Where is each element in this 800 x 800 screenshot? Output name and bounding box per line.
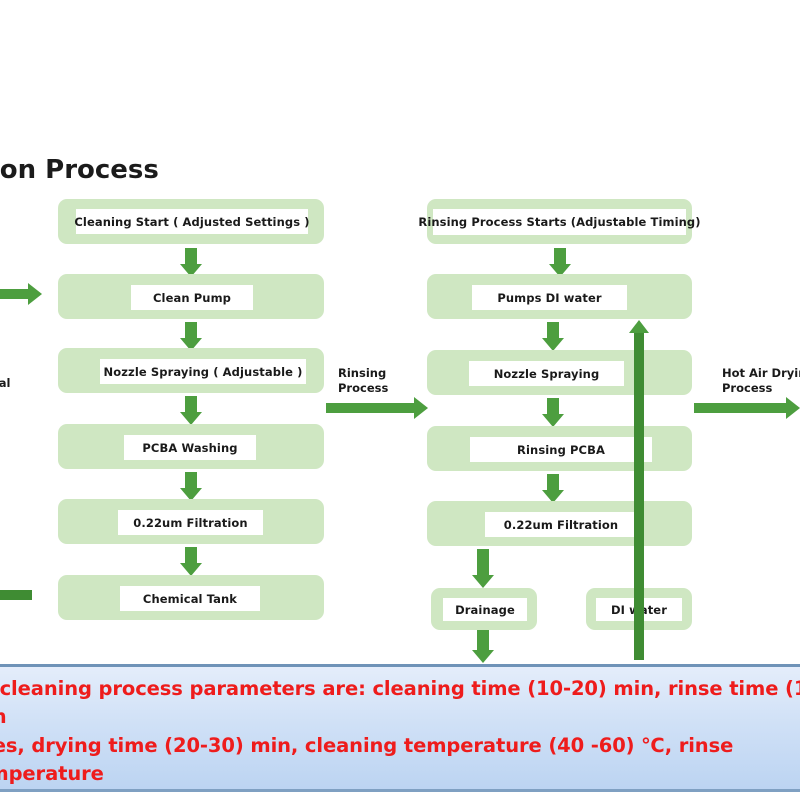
left-flow-box-6-label: Chemical Tank <box>120 586 260 611</box>
arrow-head <box>180 563 202 576</box>
left-flow-box-3: Nozzle Spraying ( Adjustable ) <box>58 348 324 393</box>
arrow-shaft <box>185 322 197 340</box>
arrow-shaft <box>326 403 414 413</box>
right-flow-box-1-label: Rinsing Process Starts (Adjustable Timin… <box>418 209 701 235</box>
arrow-shaft <box>547 474 559 492</box>
connector-label-rinsing-line1: Rinsing <box>338 366 387 380</box>
arrow-head <box>180 488 202 501</box>
caption-line-2: imes, drying time (20-30) min, cleaning … <box>0 733 734 785</box>
arrow-shaft <box>477 630 489 652</box>
right-flow-box-3-label: Nozzle Spraying <box>469 361 624 386</box>
left-edge-label-line2: e <box>0 391 10 406</box>
arrow-head <box>414 397 428 419</box>
left-flow-box-5-label: 0.22um Filtration <box>118 510 263 535</box>
right-flow-box-2-label: Pumps DI water <box>472 285 627 310</box>
arrow-shaft <box>185 248 197 266</box>
arrow-head <box>629 320 649 333</box>
arrow-shaft <box>0 289 28 299</box>
terminal-box-drainage-label: Drainage <box>443 598 527 621</box>
page-title: ration Process <box>0 155 159 185</box>
arrow-shaft <box>185 547 197 565</box>
right-flow-box-2: Pumps DI water <box>427 274 692 319</box>
recirculation-line-vertical <box>634 330 644 660</box>
caption-line-1: ne cleaning process parameters are: clea… <box>0 677 800 728</box>
connector-label-hot-air-drying: Hot Air Drying Process <box>722 366 800 395</box>
arrow-shaft <box>185 396 197 414</box>
left-flow-box-2-label: Clean Pump <box>131 285 253 310</box>
connector-label-drying-line1: Hot Air Drying <box>722 366 800 380</box>
arrow-shaft <box>554 248 566 266</box>
connector-label-rinsing-line2: Process <box>338 380 389 395</box>
bottom-spacer <box>0 792 800 800</box>
arrow-head <box>542 414 564 427</box>
left-flow-box-1-label: Cleaning Start ( Adjusted Settings ) <box>74 209 310 234</box>
left-flow-box-3-label: Nozzle Spraying ( Adjustable ) <box>100 359 306 384</box>
left-flow-box-1: Cleaning Start ( Adjusted Settings ) <box>58 199 324 244</box>
connector-label-drying-line2: Process <box>722 380 773 395</box>
arrow-shaft <box>694 403 786 413</box>
caption-text-block: ne cleaning process parameters are: clea… <box>0 675 800 789</box>
arrow-shaft <box>547 322 559 340</box>
right-flow-box-4: Rinsing PCBA <box>427 426 692 471</box>
right-flow-box-3: Nozzle Spraying <box>427 350 692 395</box>
right-flow-box-5-label: 0.22um Filtration <box>485 512 637 537</box>
terminal-box-drainage: Drainage <box>431 588 537 630</box>
process-flow-diagram: mical e ess : Cleaning Start ( Adjusted … <box>0 199 800 663</box>
left-flow-box-5: 0.22um Filtration <box>58 499 324 544</box>
arrow-head <box>28 283 42 305</box>
arrow-head <box>472 575 494 588</box>
arrow-shaft <box>477 549 489 577</box>
arrow-head <box>472 650 494 663</box>
right-flow-box-1: Rinsing Process Starts (Adjustable Timin… <box>418 199 701 244</box>
connector-label-rinsing-process: Rinsing Process <box>338 366 388 395</box>
arrow-head <box>180 338 202 351</box>
arrow-head <box>180 264 202 277</box>
arrow-head <box>786 397 800 419</box>
left-flow-box-2: Clean Pump <box>58 274 324 319</box>
parameters-caption-banner: ne cleaning process parameters are: clea… <box>0 664 800 792</box>
return-line-left-bottom <box>0 590 32 600</box>
right-flow-box-5: 0.22um Filtration <box>427 501 692 546</box>
arrow-head <box>542 490 564 503</box>
right-flow-box-4-label: Rinsing PCBA <box>470 437 652 462</box>
arrow-head <box>549 264 571 277</box>
arrow-head <box>180 412 202 425</box>
left-flow-box-4: PCBA Washing <box>58 424 324 469</box>
arrow-head <box>542 338 564 351</box>
left-edge-label-chemical: mical e <box>0 376 10 405</box>
arrow-shaft <box>185 472 197 490</box>
left-flow-box-6: Chemical Tank <box>58 575 324 620</box>
left-flow-box-4-label: PCBA Washing <box>124 435 256 460</box>
arrow-shaft <box>547 398 559 416</box>
left-edge-label-line1: mical <box>0 376 11 390</box>
